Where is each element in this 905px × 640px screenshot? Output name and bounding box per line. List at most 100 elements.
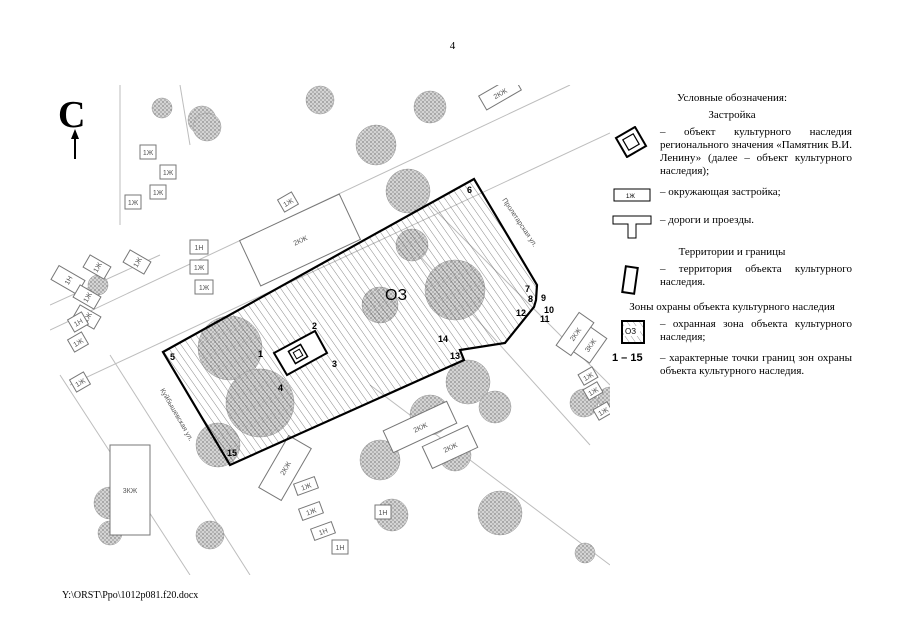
building: 2КЖ bbox=[421, 424, 479, 470]
building-label: 1Ж bbox=[75, 377, 88, 389]
building: 2КЖ bbox=[477, 85, 523, 111]
building: 2КЖ bbox=[555, 311, 595, 357]
building: 1Н bbox=[189, 239, 209, 255]
boundary-point-label: 8 bbox=[528, 294, 533, 304]
building-label: 1Ж bbox=[83, 311, 95, 324]
building-label: 1Ж bbox=[283, 197, 296, 209]
tree bbox=[445, 359, 491, 405]
legend-text-buildings: – окружающая застройка; bbox=[660, 186, 781, 198]
building-label: 1Ж bbox=[199, 285, 210, 292]
boundary-point-label: 11 bbox=[540, 314, 550, 324]
legend-text-zone: – охранная зона объекта культурного насл… bbox=[660, 318, 852, 343]
tree bbox=[195, 520, 225, 550]
building: 1Ж bbox=[149, 184, 167, 200]
tree bbox=[305, 85, 335, 115]
building: 1Ж bbox=[297, 500, 325, 522]
building: 2КЖ bbox=[382, 400, 458, 454]
building-label: 1Ж bbox=[194, 265, 205, 272]
tree bbox=[192, 112, 222, 142]
legend-text-monument: – объект культурного наследия региональн… bbox=[660, 126, 853, 177]
building-label: 1Ж bbox=[598, 406, 610, 418]
building: 2КЖ bbox=[238, 193, 362, 287]
building: 1Ж bbox=[72, 284, 102, 310]
building: 1Ж bbox=[276, 191, 300, 213]
north-letter: С bbox=[58, 94, 85, 136]
building: 1Ж bbox=[139, 144, 157, 160]
tree bbox=[151, 97, 173, 119]
building-label: 1Н bbox=[379, 510, 388, 517]
building-label: 1Н bbox=[336, 545, 345, 552]
territory-symbol-icon bbox=[621, 265, 639, 295]
tree bbox=[478, 390, 512, 424]
boundary-point-label: 2 bbox=[312, 321, 317, 331]
svg-text:1Ж: 1Ж bbox=[626, 194, 635, 200]
legend-section-zones: Зоны охраны объекта культурного наследия bbox=[629, 301, 835, 313]
boundary-point-label: 4 bbox=[278, 383, 283, 393]
points-symbol: 1 – 15 bbox=[612, 352, 643, 364]
building: 1Ж bbox=[66, 331, 90, 353]
road-symbol-icon bbox=[612, 215, 652, 239]
building-symbol-icon: 1Ж bbox=[613, 188, 651, 202]
boundary-point-label: 13 bbox=[450, 351, 460, 361]
building: 3КЖ bbox=[109, 444, 151, 536]
tree bbox=[477, 490, 523, 536]
tree bbox=[385, 168, 431, 214]
building: 1Ж bbox=[189, 259, 209, 275]
boundary-point-label: 15 bbox=[227, 448, 237, 458]
footer-file-path: Y:\ORST\Ppo\1012p081.f20.docx bbox=[62, 590, 199, 601]
building: 1Ж bbox=[124, 194, 142, 210]
legend-item-points: 1 – 15 – характерные точки границ зон ох… bbox=[612, 352, 852, 378]
legend-item-roads: – дороги и проезды. bbox=[612, 214, 852, 239]
tree bbox=[413, 90, 447, 124]
legend-section-buildings: Застройка bbox=[708, 109, 756, 121]
building-label: 1Ж bbox=[73, 337, 86, 349]
legend-title: Условные обозначения: bbox=[676, 92, 788, 104]
legend-item-territory: – территория объекта культурного наследи… bbox=[612, 263, 852, 295]
building-label: 1Ж bbox=[143, 150, 154, 157]
building: 1Н bbox=[309, 520, 337, 542]
building: 1Ж bbox=[292, 475, 320, 497]
legend-item-zone: ОЗ – охранная зона объекта культурного н… bbox=[612, 318, 852, 344]
legend-section-territories: Территории и границы bbox=[678, 246, 786, 258]
boundary-point-label: 12 bbox=[516, 308, 526, 318]
building: 1Н bbox=[66, 311, 90, 333]
surrounding-buildings: 2КЖ2КЖ2КЖ3КЖ2КЖ2КЖ3КЖ2КЖ1Н1Ж1Ж1Ж1Ж1Н1Ж1Ж… bbox=[50, 85, 610, 555]
building: 1Ж bbox=[582, 381, 604, 401]
building: 1Ж bbox=[159, 164, 177, 180]
building-label: 1Ж bbox=[305, 507, 318, 517]
north-arrow: С bbox=[58, 94, 85, 159]
building: 1Ж bbox=[194, 279, 214, 295]
boundary-point-label: 5 bbox=[170, 352, 175, 362]
tree bbox=[355, 124, 397, 166]
boundary-point-label: 9 bbox=[541, 293, 546, 303]
tree bbox=[574, 542, 596, 564]
legend-item-buildings: 1Ж – окружающая застройка; bbox=[612, 186, 852, 206]
building-label: 1Ж bbox=[133, 256, 145, 269]
building: 1Ж bbox=[122, 249, 152, 275]
boundary-point-label: 7 bbox=[525, 284, 530, 294]
page-number: 4 bbox=[449, 40, 456, 52]
building-label: 1Ж bbox=[588, 386, 601, 398]
building-label: 1Ж bbox=[153, 190, 164, 197]
legend-item-monument: – объект культурного наследия региональн… bbox=[612, 126, 852, 178]
boundary-point-label: 3 bbox=[332, 359, 337, 369]
tree bbox=[359, 439, 401, 481]
boundary-point-label: 1 bbox=[258, 349, 263, 359]
boundary-point-label: 14 bbox=[438, 334, 448, 344]
legend-text-roads: – дороги и проезды. bbox=[660, 214, 755, 226]
building-label: 1Н bbox=[195, 245, 204, 252]
svg-text:ОЗ: ОЗ bbox=[625, 327, 636, 336]
building: 1Н bbox=[374, 504, 392, 520]
building: 1Н bbox=[331, 539, 349, 555]
building-label: 1Н bbox=[64, 275, 75, 286]
monument-symbol-icon bbox=[614, 126, 648, 158]
monument-icon bbox=[287, 343, 309, 365]
building-label: 1Ж bbox=[83, 291, 95, 304]
building: 1Ж bbox=[577, 366, 599, 386]
building: 1Ж bbox=[68, 371, 92, 393]
protection-zone bbox=[161, 177, 539, 467]
boundary-point-label: 10 bbox=[544, 305, 554, 315]
building-label: 1Ж bbox=[163, 170, 174, 177]
building-label: 1Ж bbox=[300, 482, 313, 492]
building-label: 1Н bbox=[318, 528, 329, 538]
